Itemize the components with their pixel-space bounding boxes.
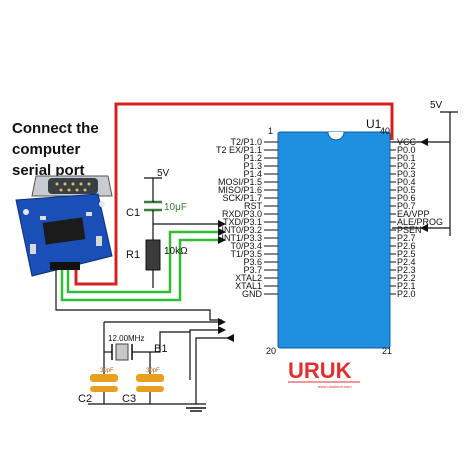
u1-right-pin-label: P2.0 xyxy=(397,289,416,299)
u1-right-pin-label: PSEN xyxy=(397,225,422,235)
r1-value: 10kΩ xyxy=(164,246,188,257)
c3-capacitor xyxy=(136,374,164,392)
u1-left-pin-label: MISO/P1.6 xyxy=(218,185,262,195)
u1-right-pin-label: P2.1 xyxy=(397,281,416,291)
u1-left-pin-label: SCK/P1.7 xyxy=(222,193,262,203)
uruk-logo-text: URUK xyxy=(288,358,352,383)
c3-label: C3 xyxy=(122,393,136,405)
adapter-header-pins xyxy=(50,262,80,270)
u1-pin-21-number: 21 xyxy=(382,346,392,356)
u1-left-pin-label: T0/P3.4 xyxy=(230,241,262,251)
c2-label: C2 xyxy=(78,393,92,405)
u1-right-pin-label: P0.0 xyxy=(397,145,416,155)
u1-left-pin-label: P1.2 xyxy=(243,153,262,163)
caption-line-1: Connect the xyxy=(12,120,99,137)
u1-left-pin-label: P1.4 xyxy=(243,169,262,179)
u1-left-pin-label: T2 EX/P1.1 xyxy=(216,145,262,155)
u1-right-pin-label: P0.5 xyxy=(397,185,416,195)
u1-left-pin-label: MOSI/P1.5 xyxy=(218,177,262,187)
u1-right-pin-label: P0.1 xyxy=(397,153,416,163)
u1-right-pin-label: P2.7 xyxy=(397,233,416,243)
u1-right-pin-label: P2.3 xyxy=(397,265,416,275)
u1-right-pin-label: P0.3 xyxy=(397,169,416,179)
db9-connector-face xyxy=(48,178,98,194)
crystal-b1 xyxy=(111,343,133,361)
c1-label: C1 xyxy=(126,207,140,219)
u1-left-pin-label: P3.7 xyxy=(243,265,262,275)
u1-right-pin-labels: VCCP0.0P0.1P0.2P0.3P0.4P0.5P0.6P0.7EA/VP… xyxy=(397,137,443,299)
black-wires xyxy=(55,111,458,405)
u1-right-pin-label: P0.7 xyxy=(397,201,416,211)
u1-left-pin-labels: T2/P1.0T2 EX/P1.1P1.2P1.3P1.4MOSI/P1.5MI… xyxy=(216,137,263,299)
u1-right-pin-label: P2.4 xyxy=(397,257,416,267)
u1-right-pin-label: P2.6 xyxy=(397,241,416,251)
u1-left-pin-label: INT1/P3.3 xyxy=(221,233,262,243)
u1-right-pin-label: P0.6 xyxy=(397,193,416,203)
u1-right-pin-label: ALE/PROG xyxy=(397,217,443,227)
c2-capacitor xyxy=(90,374,118,392)
u1-right-pin-label: P0.4 xyxy=(397,177,416,187)
c1-value: 10μF xyxy=(164,202,187,213)
u1-pin-20-number: 20 xyxy=(266,346,276,356)
u1-left-pin-label: INT0/P3.2 xyxy=(221,225,262,235)
u1-pin-1-number: 1 xyxy=(268,126,273,136)
microcontroller-u1 xyxy=(264,131,396,349)
u1-right-pin-label: VCC xyxy=(397,137,417,147)
u1-right-pin-ticks xyxy=(390,141,396,295)
pin-arrows xyxy=(218,138,428,342)
b1-label: B1 xyxy=(154,343,167,355)
u1-left-pin-label: GND xyxy=(242,289,263,299)
u1-left-pin-label: T2/P1.0 xyxy=(230,137,262,147)
r1-label: R1 xyxy=(126,249,140,261)
adapter-ic xyxy=(42,217,86,245)
c2-value: 30pF xyxy=(100,368,114,374)
red-wire xyxy=(74,102,394,286)
serial-adapter-board xyxy=(15,175,113,277)
u1-right-pin-label: P0.2 xyxy=(397,161,416,171)
vcc-top-label: 5V xyxy=(157,168,170,179)
u1-left-pin-label: XTAL1 xyxy=(235,281,262,291)
u1-left-pin-label: RXD/P3.0 xyxy=(222,209,262,219)
uruk-logo: URUK www.uruktech.com xyxy=(288,358,360,389)
u1-notch xyxy=(327,131,345,141)
u1-left-pin-ticks xyxy=(264,141,278,295)
u1-right-pin-label: P2.5 xyxy=(397,249,416,259)
u1-pin-40-number: 40 xyxy=(380,126,390,136)
serial-port-caption: Connect the computer serial port xyxy=(12,118,120,181)
u1-designator: U1 xyxy=(366,117,382,131)
u1-left-pin-label: T1/P3.5 xyxy=(230,249,262,259)
ground-symbol xyxy=(186,407,206,412)
crystal-frequency: 12.00MHz xyxy=(108,334,144,343)
caption-line-3: serial port xyxy=(12,162,85,179)
u1-right-pin-label: P2.2 xyxy=(397,273,416,283)
r1-resistor xyxy=(145,239,161,271)
c1-capacitor xyxy=(144,200,162,214)
u1-left-pin-label: P1.3 xyxy=(243,161,262,171)
vcc-right-label: 5V xyxy=(430,100,443,111)
u1-left-pin-label: XTAL2 xyxy=(235,273,262,283)
uruk-logo-subtext: www.uruktech.com xyxy=(318,384,352,389)
c3-value: 30pF xyxy=(146,368,160,374)
u1-left-pin-label: RST xyxy=(244,201,263,211)
u1-right-pin-label: EA/VPP xyxy=(397,209,430,219)
green-wires xyxy=(60,230,222,302)
caption-line-2: computer xyxy=(12,141,81,158)
u1-body xyxy=(277,131,391,349)
u1-left-pin-label: TXD/P3.1 xyxy=(223,217,262,227)
u1-left-pin-label: P3.6 xyxy=(243,257,262,267)
